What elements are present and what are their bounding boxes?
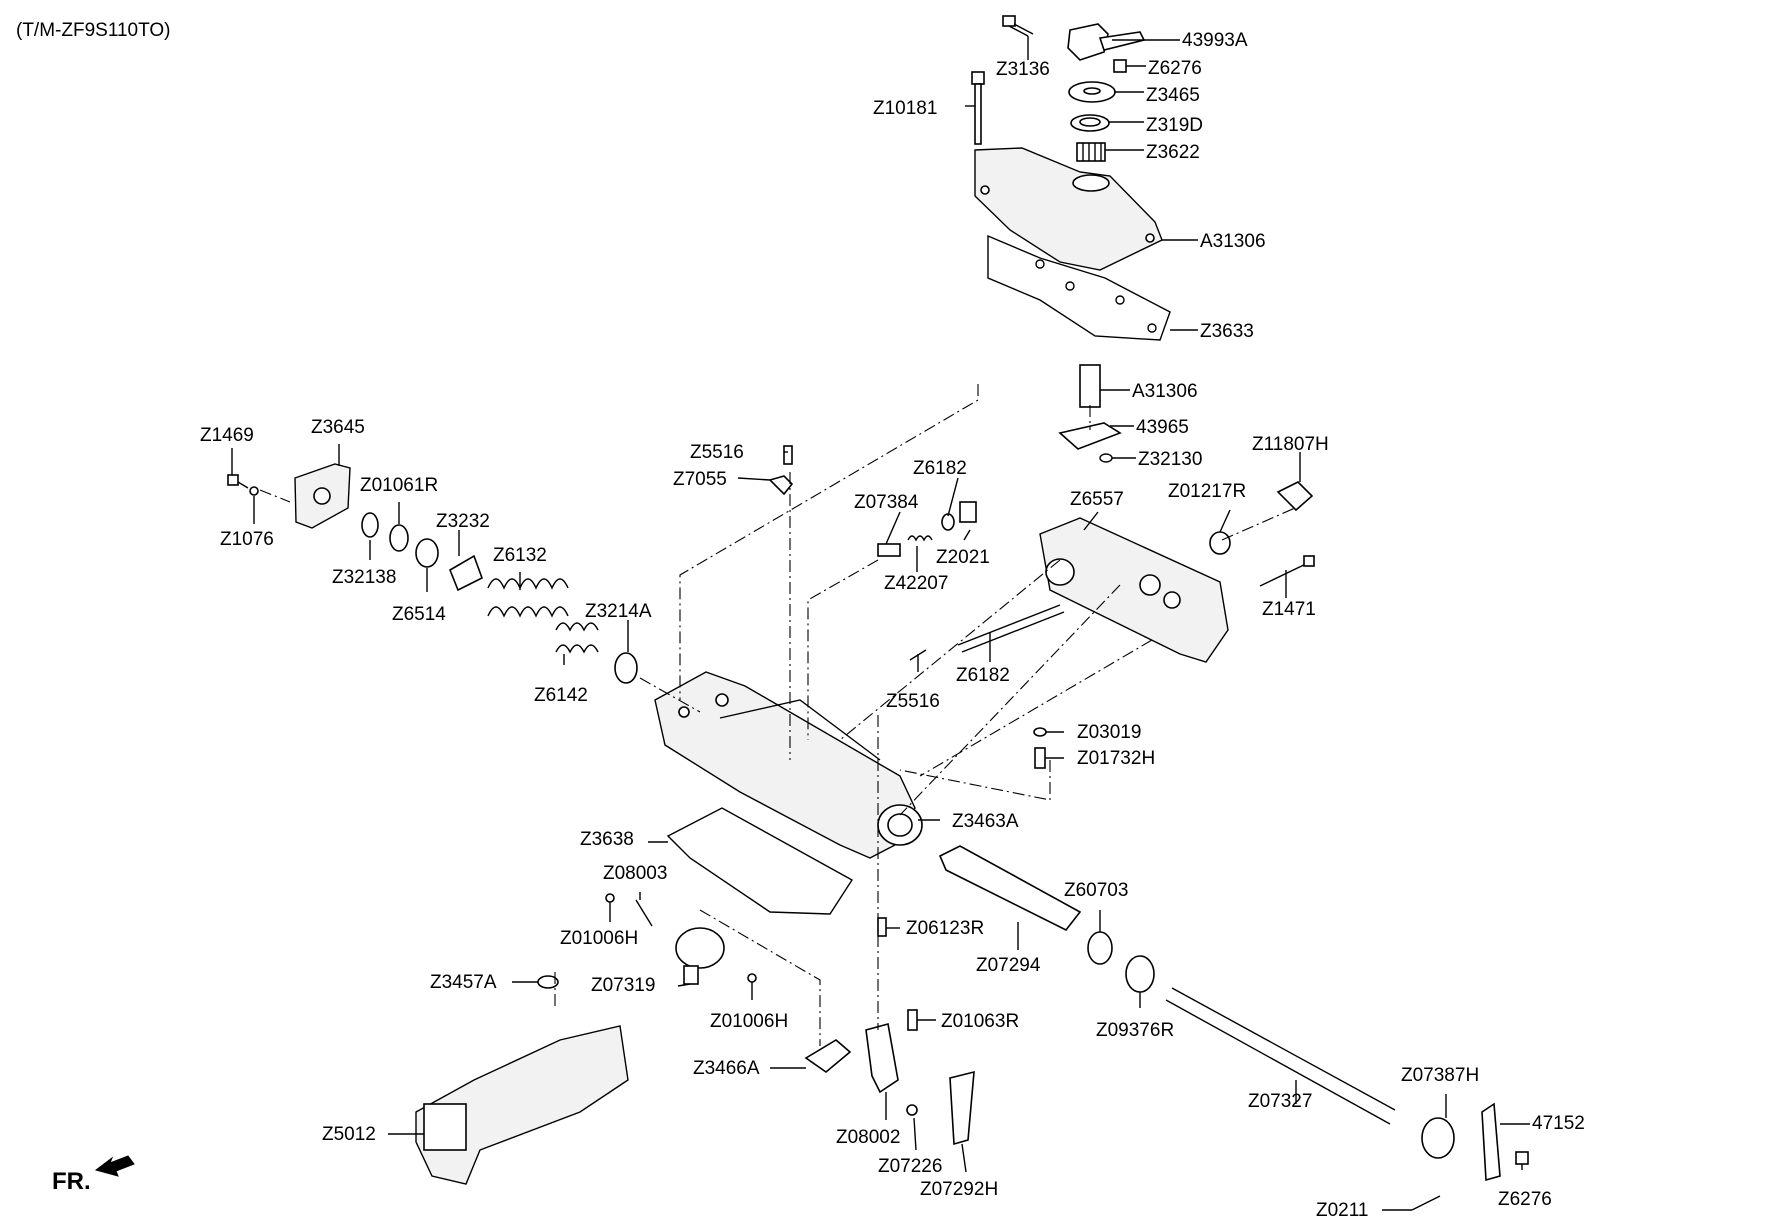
middle-small-parts [768, 445, 1065, 769]
part-label-Z3463A[interactable]: Z3463A [952, 811, 1019, 832]
part-label-Z07384[interactable]: Z07384 [854, 492, 919, 513]
part-label-Z07294[interactable]: Z07294 [976, 955, 1041, 976]
part-label-Z3622[interactable]: Z3622 [1146, 142, 1200, 163]
part-label-Z07327[interactable]: Z07327 [1248, 1091, 1313, 1112]
part-label-Z10181[interactable]: Z10181 [873, 98, 938, 119]
part-label-Z42207[interactable]: Z42207 [884, 573, 949, 594]
part-label-Z6557[interactable]: Z6557 [1070, 489, 1124, 510]
top-shift-lever-assembly [971, 15, 1146, 162]
part-label-Z32138[interactable]: Z32138 [332, 567, 397, 588]
part-label-Z01217R[interactable]: Z01217R [1168, 481, 1247, 502]
part-label-Z07319[interactable]: Z07319 [591, 975, 656, 996]
part-label-Z01063R[interactable]: Z01063R [941, 1011, 1020, 1032]
part-label-Z3466A[interactable]: Z3466A [693, 1058, 760, 1079]
part-label-Z1076[interactable]: Z1076 [220, 529, 274, 550]
part-label-Z07292H[interactable]: Z07292H [920, 1179, 999, 1200]
part-label-Z01006H-right[interactable]: Z01006H [710, 1011, 789, 1032]
model-code-header: (T/M-ZF9S110TO) [16, 20, 171, 41]
part-label-Z07387H[interactable]: Z07387H [1401, 1065, 1480, 1086]
part-label-Z06123R[interactable]: Z06123R [906, 918, 985, 939]
part-label-Z2021[interactable]: Z2021 [936, 547, 990, 568]
part-label-Z09376R[interactable]: Z09376R [1096, 1020, 1175, 1041]
main-shift-housing [654, 671, 923, 915]
part-label-Z6182-pin[interactable]: Z6182 [956, 665, 1010, 686]
part-label-Z6132[interactable]: Z6132 [493, 545, 547, 566]
part-label-Z1471[interactable]: Z1471 [1262, 599, 1316, 620]
front-direction-arrow-icon [94, 1155, 135, 1177]
part-label-Z01732H[interactable]: Z01732H [1077, 748, 1156, 769]
lower-shaft-assembly [938, 845, 1529, 1211]
part-label-Z3232[interactable]: Z3232 [436, 511, 490, 532]
front-direction-label: FR. [52, 1168, 91, 1195]
part-label-A31306-cover[interactable]: A31306 [1200, 231, 1266, 252]
part-label-Z6142[interactable]: Z6142 [534, 685, 588, 706]
part-label-Z03019[interactable]: Z03019 [1077, 722, 1142, 743]
part-label-Z6514[interactable]: Z6514 [392, 604, 446, 625]
part-label-Z3645[interactable]: Z3645 [311, 417, 365, 438]
part-label-Z3136[interactable]: Z3136 [996, 59, 1050, 80]
part-label-Z3465[interactable]: Z3465 [1146, 85, 1200, 106]
part-label-Z01061R[interactable]: Z01061R [360, 475, 439, 496]
assembly-center-lines [259, 384, 1296, 1046]
part-label-Z6276-bottom[interactable]: Z6276 [1498, 1189, 1552, 1210]
part-label-Z319D[interactable]: Z319D [1146, 115, 1204, 136]
part-label-Z5516-mid[interactable]: Z5516 [886, 691, 940, 712]
part-label-Z3214A[interactable]: Z3214A [585, 601, 652, 622]
part-label-Z01006H-left[interactable]: Z01006H [560, 928, 639, 949]
part-label-Z3457A[interactable]: Z3457A [430, 972, 497, 993]
part-label-Z3633[interactable]: Z3633 [1200, 321, 1254, 342]
part-label-Z3638[interactable]: Z3638 [580, 829, 634, 850]
part-label-Z07226[interactable]: Z07226 [878, 1156, 943, 1177]
leader-lines [231, 36, 1530, 1211]
part-label-Z1469[interactable]: Z1469 [200, 425, 254, 446]
part-label-Z5012[interactable]: Z5012 [322, 1124, 376, 1145]
valve-block [1039, 481, 1315, 663]
top-cover-assembly [974, 147, 1171, 463]
part-label-Z7055[interactable]: Z7055 [673, 469, 727, 490]
part-label-Z11807H[interactable]: Z11807H [1252, 434, 1329, 455]
part-label-47152[interactable]: 47152 [1532, 1113, 1585, 1134]
lower-left-parts [415, 893, 975, 1185]
part-label-43965[interactable]: 43965 [1136, 417, 1189, 438]
part-label-Z08003[interactable]: Z08003 [603, 863, 668, 884]
left-spring-stack [227, 463, 638, 684]
part-label-Z5516-top[interactable]: Z5516 [690, 442, 744, 463]
part-label-Z08002[interactable]: Z08002 [836, 1127, 901, 1148]
part-label-Z6182-top[interactable]: Z6182 [913, 458, 967, 479]
part-label-Z32130[interactable]: Z32130 [1138, 449, 1203, 470]
part-label-Z6276-top[interactable]: Z6276 [1148, 58, 1202, 79]
part-label-43993A[interactable]: 43993A [1182, 30, 1248, 51]
part-label-A31306-sensor[interactable]: A31306 [1132, 381, 1198, 402]
part-label-Z60703[interactable]: Z60703 [1064, 880, 1129, 901]
